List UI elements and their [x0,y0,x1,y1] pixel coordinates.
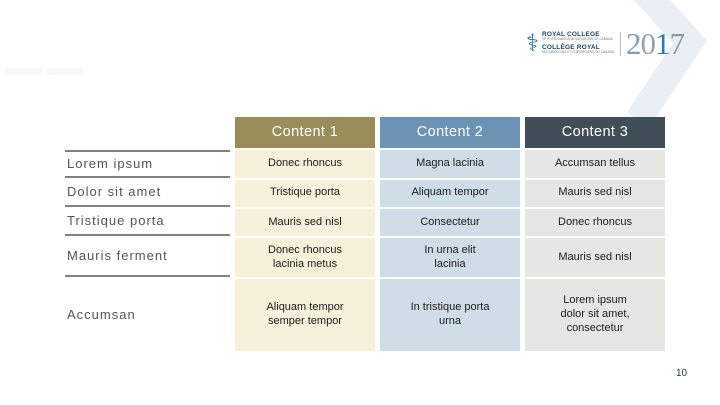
royal-college-logo: ⚕ ROYAL COLLEGE OF PHYSICIANS AND SURGEO… [526,26,685,61]
table-cell: Magna lacinia [380,150,520,178]
year-digit: 0 [640,26,656,61]
table-header-content-3: Content 3 [525,117,665,148]
faint-text-remnant [5,68,42,75]
table-cell: Lorem ipsum dolor sit amet, consectetur [525,279,665,351]
caduceus-icon: ⚕ [526,29,539,57]
content-table: Content 1 Content 2 Content 3 Lorem ipsu… [65,117,665,351]
table-cell: Mauris sed nisl [525,179,665,207]
table-header-content-1: Content 1 [235,117,375,148]
table-cell: Accumsan tellus [525,150,665,178]
table-cell: Tristique porta [235,179,375,207]
year-digit: 1 [655,26,670,61]
table-cell: Aliquam tempor semper tempor [235,279,375,351]
logo-line-english: ROYAL COLLEGE [541,31,600,39]
table-corner-spacer [65,117,230,148]
faint-text-remnant [47,68,83,75]
table-cell: Mauris sed nisl [525,238,665,277]
logo-divider [620,31,622,56]
table-cell: Donec rhoncus [525,209,665,236]
logo-tagline-english: OF PHYSICIANS AND SURGEONS OF CANADA [541,37,613,42]
year-digit: 2 [626,26,641,61]
table-header-content-2: Content 2 [380,117,520,148]
page-number: 10 [676,368,688,379]
row-label-dolor-sit-amet: Dolor sit amet [65,180,230,207]
row-label-accumsan: Accumsan [67,306,136,322]
table-cell: In urna elit lacinia [380,238,520,277]
table-cell: Donec rhoncus [235,150,375,178]
row-label-tristique-porta: Tristique porta [65,209,230,236]
year-digit: 7 [669,26,685,61]
row-label-mauris-ferment: Mauris ferment [65,238,230,277]
logo-line-french: COLLÈGE ROYAL [541,43,600,51]
row-label-lorem-ipsum: Lorem ipsum [65,150,230,178]
year-2017: 2017 [626,26,685,61]
table-cell: Donec rhoncus lacinia metus [235,238,375,277]
table-cell: Mauris sed nisl [235,209,375,236]
logo-tagline-french: DES MÉDECINS ET CHIRURGIENS DU CANADA [541,49,615,54]
logo-text-block: ROYAL COLLEGE OF PHYSICIANS AND SURGEONS… [542,31,614,56]
table-cell: Consectetur [380,209,520,236]
table-cell: Aliquam tempor [380,179,520,207]
table-cell: In tristique porta urna [380,279,520,351]
